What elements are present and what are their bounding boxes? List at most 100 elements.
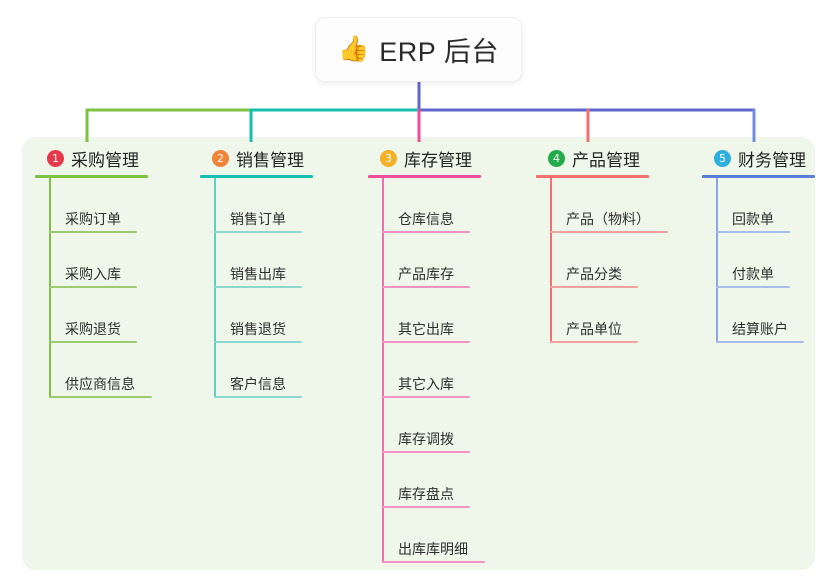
leaf-rule [382,451,470,453]
leaf-label: 采购入库 [65,265,121,282]
leaf-label: 销售出库 [230,265,286,282]
leaf-label: 回款单 [732,210,774,227]
list-item[interactable]: 采购订单 [35,178,185,233]
list-item[interactable]: 回款单 [702,178,839,233]
leaf-label: 其它出库 [398,320,454,337]
leaf-rule [550,286,638,288]
leaf-rule [382,231,470,233]
list-item[interactable]: 采购退货 [35,288,185,343]
root-node[interactable]: 👍 ERP 后台 [315,17,522,82]
leaf-label: 销售订单 [230,210,286,227]
branch-items-2: 销售订单 销售出库 销售退货 客户信息 [200,178,350,398]
leaf-rule [49,286,137,288]
branch-spine-4 [550,178,552,343]
branch-title-3: 库存管理 [404,150,472,170]
branch-rule-3 [368,175,481,178]
leaf-label: 产品分类 [566,265,622,282]
branch-header-4[interactable]: 4 产品管理 [536,145,696,171]
leaf-rule [550,231,668,233]
branch-items-4: 产品（物料） 产品分类 产品单位 [536,178,696,343]
list-item[interactable]: 库存盘点 [368,453,518,508]
branch-header-1[interactable]: 1 采购管理 [35,145,185,171]
leaf-label: 采购退货 [65,320,121,337]
leaf-label: 销售退货 [230,320,286,337]
thumbs-up-icon: 👍 [338,35,370,63]
list-item[interactable]: 库存调拨 [368,398,518,453]
root-node-label: ERP 后台 [379,37,499,67]
leaf-rule [214,396,302,398]
leaf-rule [49,396,152,398]
branch-title-5: 财务管理 [738,150,806,170]
list-item[interactable]: 仓库信息 [368,178,518,233]
leaf-rule [214,231,302,233]
leaf-label: 客户信息 [230,375,286,392]
branch-column-1: 1 采购管理 采购订单 采购入库 采购退货 供应商信息 [35,145,185,398]
branch-column-3: 3 库存管理 仓库信息 产品库存 其它出库 其它入库 库存调拨 [368,145,518,563]
list-item[interactable]: 采购入库 [35,233,185,288]
list-item[interactable]: 客户信息 [200,343,350,398]
branch-badge-2: 2 [212,149,229,167]
branch-column-4: 4 产品管理 产品（物料） 产品分类 产品单位 [536,145,696,343]
branch-badge-1: 1 [47,149,64,167]
leaf-label: 采购订单 [65,210,121,227]
branch-rule-1 [35,175,148,178]
leaf-label: 供应商信息 [65,375,135,392]
branch-column-5: 5 财务管理 回款单 付款单 结算账户 [702,145,839,343]
list-item[interactable]: 销售出库 [200,233,350,288]
leaf-label: 库存调拨 [398,430,454,447]
list-item[interactable]: 产品单位 [536,288,696,343]
background-panel [22,137,815,570]
leaf-label: 产品单位 [566,320,622,337]
leaf-rule [716,341,804,343]
leaf-rule [382,341,470,343]
list-item[interactable]: 销售退货 [200,288,350,343]
list-item[interactable]: 付款单 [702,233,839,288]
leaf-label: 出库库明细 [398,540,468,557]
leaf-label: 仓库信息 [398,210,454,227]
branch-header-3[interactable]: 3 库存管理 [368,145,518,171]
root-node-content: 👍 ERP 后台 [338,30,499,69]
branch-header-2[interactable]: 2 销售管理 [200,145,350,171]
leaf-rule [214,286,302,288]
leaf-label: 结算账户 [732,320,788,337]
list-item[interactable]: 产品分类 [536,233,696,288]
branch-title-4: 产品管理 [572,150,640,170]
list-item[interactable]: 其它出库 [368,288,518,343]
branch-title-2: 销售管理 [236,150,304,170]
leaf-label: 库存盘点 [398,485,454,502]
list-item[interactable]: 供应商信息 [35,343,185,398]
branch-rule-5 [702,175,815,178]
leaf-rule [716,231,790,233]
branch-header-5[interactable]: 5 财务管理 [702,145,839,171]
list-item[interactable]: 销售订单 [200,178,350,233]
branch-title-1: 采购管理 [71,150,139,170]
leaf-label: 产品库存 [398,265,454,282]
branch-spine-3 [382,178,384,563]
branch-items-5: 回款单 付款单 结算账户 [702,178,839,343]
branch-spine-1 [49,178,51,398]
leaf-rule [214,341,302,343]
leaf-label: 产品（物料） [566,210,650,227]
leaf-rule [716,286,790,288]
list-item[interactable]: 结算账户 [702,288,839,343]
list-item[interactable]: 其它入库 [368,343,518,398]
branch-rule-2 [200,175,313,178]
branch-items-1: 采购订单 采购入库 采购退货 供应商信息 [35,178,185,398]
list-item[interactable]: 产品库存 [368,233,518,288]
leaf-rule [49,231,137,233]
leaf-label: 付款单 [732,265,774,282]
leaf-rule [382,506,470,508]
list-item[interactable]: 出库库明细 [368,508,518,563]
branch-column-2: 2 销售管理 销售订单 销售出库 销售退货 客户信息 [200,145,350,398]
list-item[interactable]: 产品（物料） [536,178,696,233]
branch-badge-5: 5 [714,149,731,167]
leaf-rule [382,396,470,398]
branch-badge-4: 4 [548,149,565,167]
leaf-rule [49,341,137,343]
leaf-rule [382,561,485,563]
branch-items-3: 仓库信息 产品库存 其它出库 其它入库 库存调拨 库存盘点 [368,178,518,563]
branch-spine-5 [716,178,718,343]
leaf-rule [382,286,470,288]
branch-rule-4 [536,175,649,178]
